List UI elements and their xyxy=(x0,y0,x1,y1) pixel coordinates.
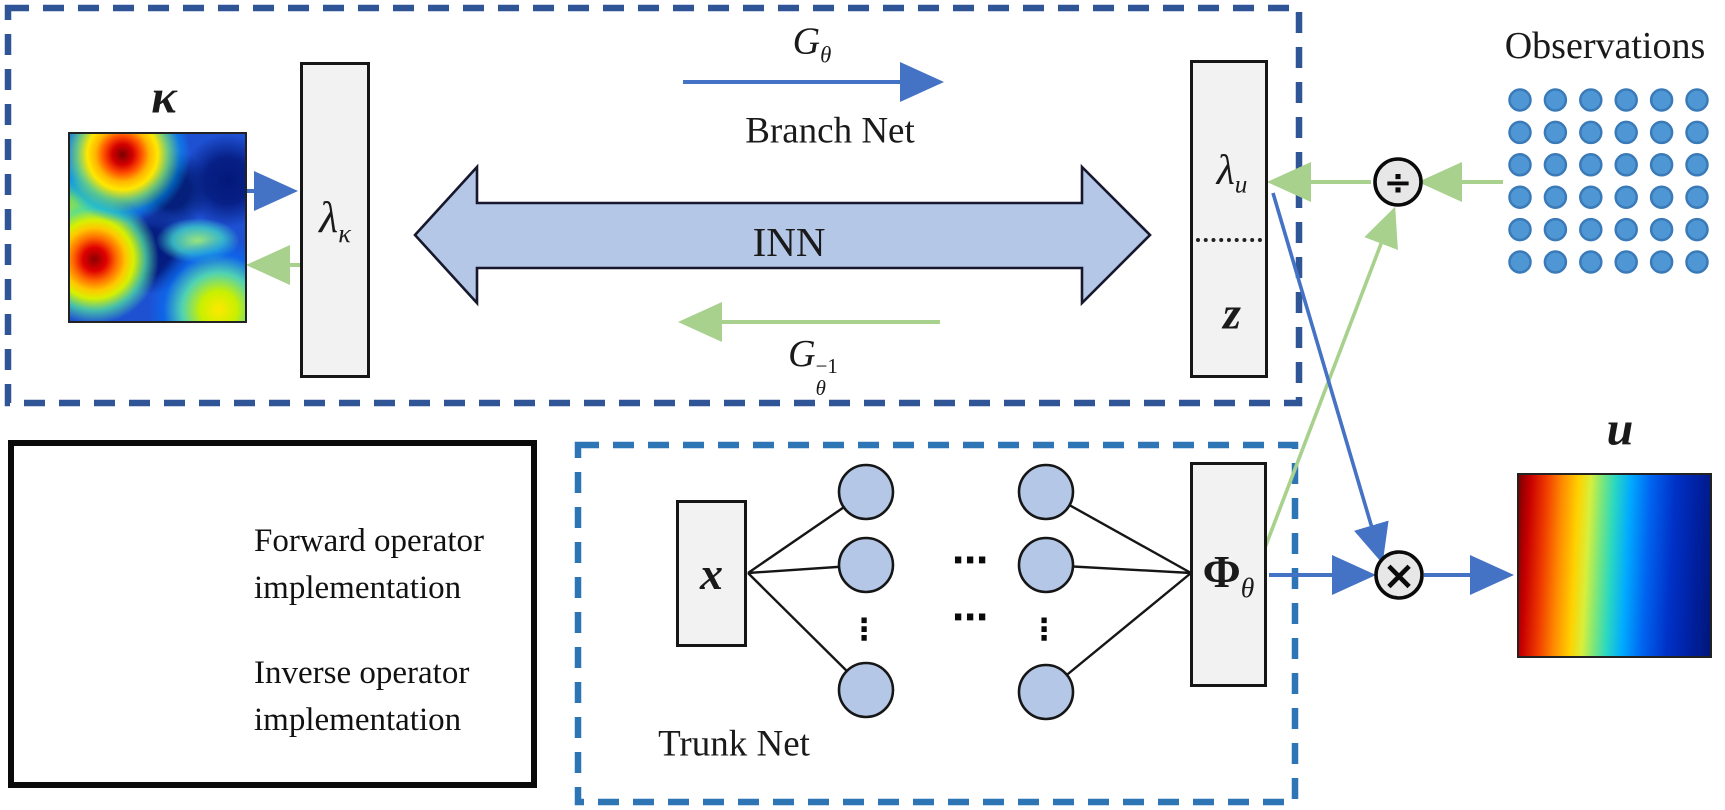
observation-dot xyxy=(1685,185,1709,209)
observation-dot xyxy=(1614,153,1638,177)
kappa-title: κ xyxy=(151,70,177,124)
layer1-vertical-ellipsis: ⋮ xyxy=(849,612,879,648)
latent-output-to-multiply-arrow xyxy=(1271,192,1389,564)
legend-inverse-text: Inverse operator implementation xyxy=(254,655,470,738)
latent-output-box: λu z xyxy=(1190,60,1268,378)
kappa-field-image xyxy=(68,132,247,323)
observation-dot xyxy=(1614,217,1638,242)
observation-dot xyxy=(1508,185,1532,209)
observation-dot xyxy=(1579,217,1603,242)
hidden-layers-ellipsis-upper: ⋯ xyxy=(952,540,988,582)
lambda-u-label: λu xyxy=(1216,147,1248,199)
observations-grid xyxy=(1508,88,1709,274)
z-label: z xyxy=(1223,287,1241,339)
trunk-net-title: Trunk Net xyxy=(658,723,810,765)
divide-icon: ÷ xyxy=(1384,163,1413,203)
branch-net-title: Branch Net xyxy=(745,110,915,152)
observation-dot xyxy=(1543,120,1568,145)
legend-box: Forward operator implementation Inverse … xyxy=(8,440,537,788)
observation-dot xyxy=(1508,217,1532,242)
observation-dot xyxy=(1579,250,1603,274)
observation-dot xyxy=(1614,185,1638,209)
forward-map-label: Gθ xyxy=(792,20,832,68)
observation-dot xyxy=(1543,153,1568,177)
inn-title: INN xyxy=(752,219,826,265)
inn-double-arrow xyxy=(413,163,1152,307)
observation-dot xyxy=(1579,153,1603,177)
legend-forward-text: Forward operator implementation xyxy=(254,523,485,606)
observation-dot xyxy=(1543,88,1568,112)
branch-section-frame xyxy=(4,4,1303,407)
phi-theta-label: Φθ xyxy=(1202,545,1255,604)
trunk-hidden-layer-1 xyxy=(837,463,895,719)
u-field-image xyxy=(1517,473,1712,658)
observation-dot xyxy=(1614,120,1638,145)
observation-dot xyxy=(1579,120,1603,145)
layer2-vertical-ellipsis: ⋮ xyxy=(1029,612,1059,648)
x-label: x xyxy=(700,548,723,599)
observation-dot xyxy=(1543,250,1568,274)
divide-operator: ÷ xyxy=(1373,157,1423,207)
lambda-kappa-label: λκ xyxy=(319,192,351,248)
x-input-box: x xyxy=(676,500,747,647)
observation-dot xyxy=(1649,185,1674,209)
observation-dot xyxy=(1508,153,1532,177)
latent-kappa-box: λκ xyxy=(300,62,370,378)
observation-dot xyxy=(1614,88,1638,112)
observation-dot xyxy=(1614,250,1638,274)
observation-dot xyxy=(1649,217,1674,242)
observations-title: Observations xyxy=(1504,25,1706,67)
phi-output-box: Φθ xyxy=(1190,462,1267,687)
observation-dot xyxy=(1649,153,1674,177)
u-title: u xyxy=(1606,402,1634,456)
multiply-operator: × xyxy=(1374,550,1424,600)
observation-dot xyxy=(1508,88,1532,112)
observation-dot xyxy=(1685,88,1709,112)
observation-dot xyxy=(1685,250,1709,274)
observation-dot xyxy=(1649,250,1674,274)
trunk-network-lines xyxy=(747,490,1192,693)
observation-dot xyxy=(1543,185,1568,209)
observation-dot xyxy=(1685,153,1709,177)
observation-dot xyxy=(1649,88,1674,112)
observation-dot xyxy=(1649,120,1674,145)
observation-dot xyxy=(1685,217,1709,242)
observation-dot xyxy=(1508,250,1532,274)
multiply-icon: × xyxy=(1382,553,1416,599)
observation-dot xyxy=(1579,185,1603,209)
latent-z-divider xyxy=(1196,238,1262,242)
observation-dot xyxy=(1685,120,1709,145)
phi-to-divide-arrow xyxy=(1256,206,1398,567)
trunk-hidden-layer-2 xyxy=(1017,463,1075,721)
observation-dot xyxy=(1508,120,1532,145)
trunk-section-frame xyxy=(574,441,1299,806)
observation-dot xyxy=(1579,88,1603,112)
hidden-layers-ellipsis-lower: ⋯ xyxy=(952,597,988,639)
observation-dot xyxy=(1543,217,1568,242)
